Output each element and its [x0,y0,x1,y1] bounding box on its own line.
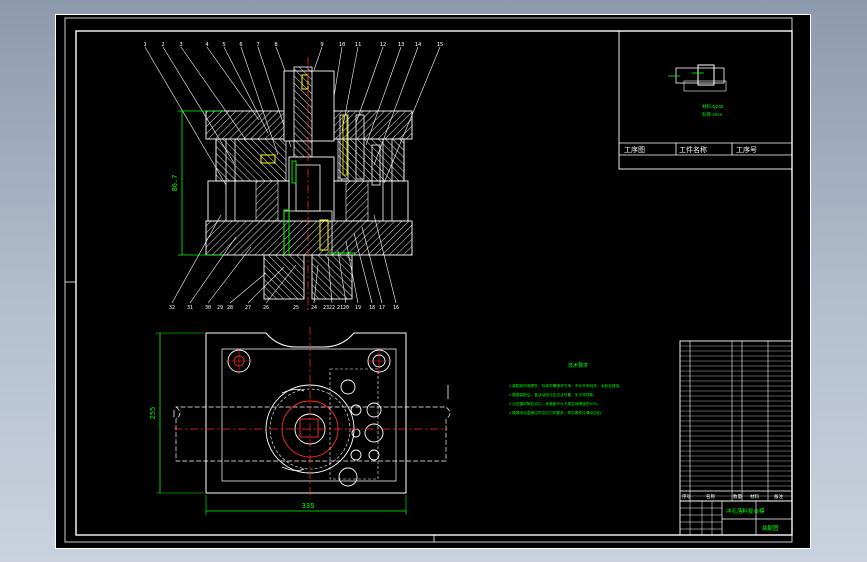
part-label-3: 3 [179,42,182,48]
part-label-8: 8 [274,42,277,48]
parts-header-remark: 备注 [774,493,783,500]
part-label-19: 19 [355,305,361,311]
part-label-13: 13 [398,42,405,48]
part-label-4: 4 [205,42,209,48]
process-note-material: 材料 Q235 [702,103,724,110]
part-label-15: 15 [437,42,444,48]
part-label-11: 11 [355,42,362,48]
part-label-25: 25 [293,305,299,311]
cad-drawing: 1 2 3 4 5 6 7 8 9 10 11 12 13 14 15 32 3… [64,17,793,543]
process-header-part-name: 工件名称 [679,145,707,154]
parts-header-material: 材料 [750,493,759,500]
part-label-22: 22 [329,305,335,311]
part-label-31: 31 [187,305,193,311]
process-block [618,30,793,170]
section-view [144,46,441,311]
part-label-10: 10 [339,42,346,48]
part-label-9: 9 [320,42,323,48]
part-label-6: 6 [239,42,242,48]
part-label-16: 16 [393,305,399,311]
parts-header-name: 名称 [706,493,715,500]
parts-list-rows [680,345,792,497]
part-label-2: 2 [161,42,164,48]
part-label-24: 24 [311,305,317,311]
height-dimension-label: 86.7 [171,175,179,192]
cad-drawing-viewport[interactable]: 1 2 3 4 5 6 7 8 9 10 11 12 13 14 15 32 3… [55,14,811,549]
top-part-labels: 1 2 3 4 5 6 7 8 9 10 11 12 13 14 15 [143,42,443,48]
plan-view [156,327,451,515]
parts-header-number: 序号 [682,493,691,500]
tech-requirement-line-3: 3.凸凹模间隙应均匀，其偏差不大于规定间隙值的10%。 [509,401,601,406]
part-label-23: 23 [323,305,329,311]
part-label-30: 30 [205,305,211,311]
process-header-step-number: 工序号 [736,145,757,154]
plan-height-dimension-label: 255 [149,407,157,420]
parts-header-quantity: 数量 [733,493,742,500]
bottom-part-labels: 32 31 30 29 28 27 26 25 24 23 22 21 20 1… [169,305,399,311]
part-label-17: 17 [379,305,385,311]
part-label-27: 27 [245,305,251,311]
plan-width-dimension-label: 335 [302,502,315,510]
part-label-21: 21 [337,305,343,311]
part-label-18: 18 [369,305,375,311]
part-label-29: 29 [217,305,223,311]
part-label-32: 32 [169,305,175,311]
part-label-20: 20 [343,305,349,311]
part-label-26: 26 [263,305,269,311]
part-label-7: 7 [256,42,259,48]
part-label-5: 5 [222,42,225,48]
process-header-drawing: 工序图 [624,145,645,154]
part-label-12: 12 [380,42,387,48]
parts-list-table [679,340,793,536]
part-label-1: 1 [143,42,146,48]
drawing-number: 装配图 [762,524,779,532]
tech-requirement-line-1: 1.装配前所有零件、标准件需清洗干净，不允许有划伤、毛刺及锈蚀。 [509,383,623,388]
drawing-title: 冲孔落料复合模 [726,507,765,515]
tech-requirements-title: 技术要求 [568,362,588,369]
tech-requirement-line-2: 2.模具装配后，各活动部分应灵活可靠，无卡滞现象。 [509,392,597,397]
part-label-28: 28 [227,305,233,311]
tech-requirement-line-4: 4.模具闭合高度应符合压力机要求，导向零件应滑动自如。 [509,410,604,415]
process-note-thickness: 料厚 3mm [702,111,723,118]
part-label-14: 14 [415,42,422,48]
